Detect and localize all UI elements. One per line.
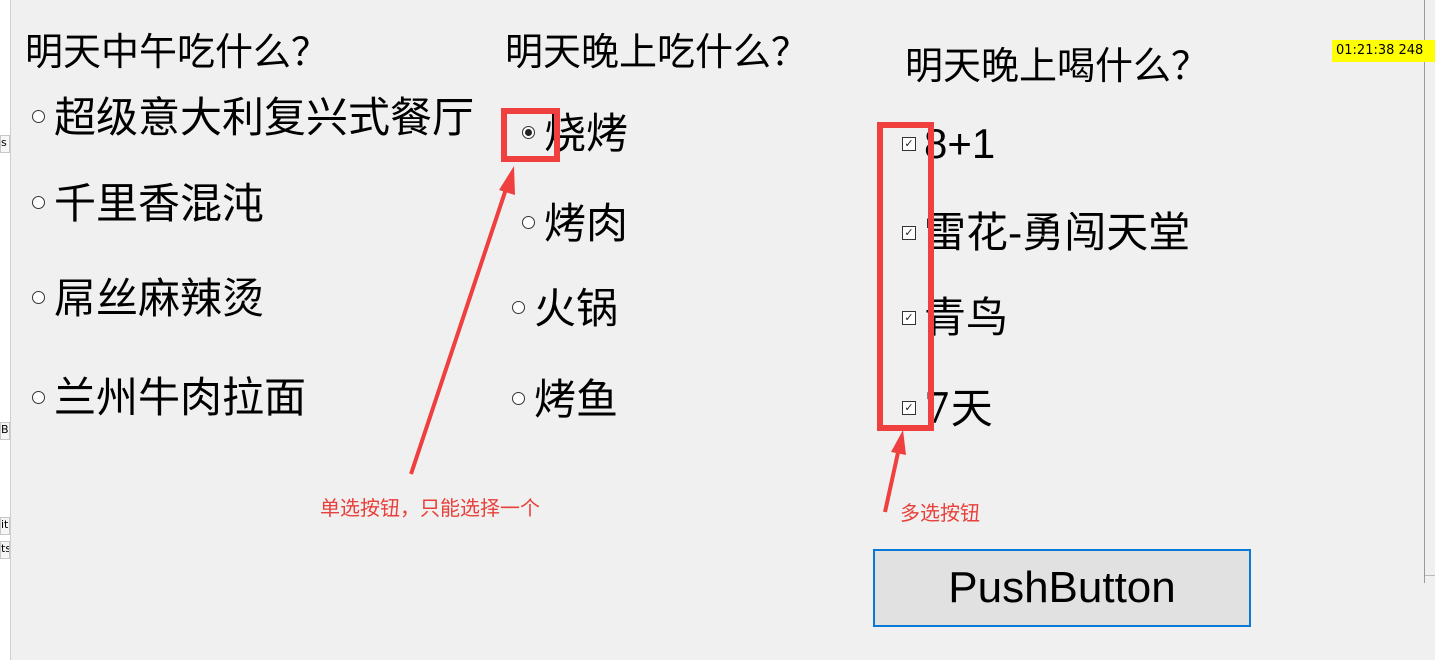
side-tab[interactable]: B bbox=[0, 422, 10, 440]
option-label: 雷花-勇闯天堂 bbox=[924, 209, 1191, 257]
option-label: 千里香混沌 bbox=[54, 179, 265, 228]
option-label: 青鸟 bbox=[924, 293, 1009, 342]
radio-button[interactable] bbox=[32, 391, 45, 404]
radio-button[interactable] bbox=[32, 110, 45, 123]
option-label: 8+1 bbox=[924, 120, 996, 167]
drinks-question-label: 明天晚上喝什么？ bbox=[905, 44, 1210, 88]
radio-button[interactable] bbox=[522, 216, 535, 229]
checkbox-checked[interactable]: ✓ bbox=[902, 401, 916, 415]
dinner-question-label: 明天晚上吃什么？ bbox=[505, 30, 810, 74]
option-label: 超级意大利复兴式餐厅 bbox=[54, 93, 475, 142]
radio-button[interactable] bbox=[32, 196, 45, 209]
radio-annotation-text: 单选按钮，只能选择一个 bbox=[320, 496, 540, 520]
right-border-line bbox=[1424, 0, 1425, 583]
side-tab[interactable]: s bbox=[0, 135, 10, 153]
checkbox-checked[interactable]: ✓ bbox=[902, 137, 916, 151]
radio-button[interactable] bbox=[512, 301, 525, 314]
radio-button[interactable] bbox=[32, 291, 45, 304]
option-label: 7天 bbox=[924, 384, 993, 433]
checkbox-checked[interactable]: ✓ bbox=[902, 226, 916, 240]
lunch-question-label: 明天中午吃什么？ bbox=[25, 30, 330, 74]
option-label: 屌丝麻辣烫 bbox=[54, 274, 265, 323]
timer-badge: 01:21:38 248 bbox=[1332, 40, 1435, 62]
right-border-stub bbox=[1425, 575, 1435, 584]
left-panel-strip: s B it ts bbox=[0, 0, 11, 660]
checkbox-checked[interactable]: ✓ bbox=[902, 311, 916, 325]
option-label: 烤肉 bbox=[544, 199, 629, 248]
checkbox-arrow-line bbox=[883, 447, 901, 513]
checkbox-arrow-head bbox=[891, 430, 906, 455]
radio-button-selected[interactable] bbox=[522, 126, 535, 139]
option-label: 兰州牛肉拉面 bbox=[54, 373, 307, 422]
radio-highlight-box bbox=[501, 108, 560, 162]
push-button[interactable]: PushButton bbox=[873, 549, 1251, 627]
side-tab[interactable]: it bbox=[0, 517, 10, 535]
side-tab[interactable]: ts bbox=[0, 541, 10, 559]
checkbox-highlight-box bbox=[877, 122, 934, 431]
checkbox-annotation-text: 多选按钮 bbox=[900, 501, 980, 525]
option-label: 火锅 bbox=[534, 284, 619, 333]
option-label: 烤鱼 bbox=[534, 375, 619, 424]
radio-arrow-line bbox=[409, 182, 510, 475]
radio-button[interactable] bbox=[512, 392, 525, 405]
radio-arrow-head bbox=[499, 166, 515, 195]
